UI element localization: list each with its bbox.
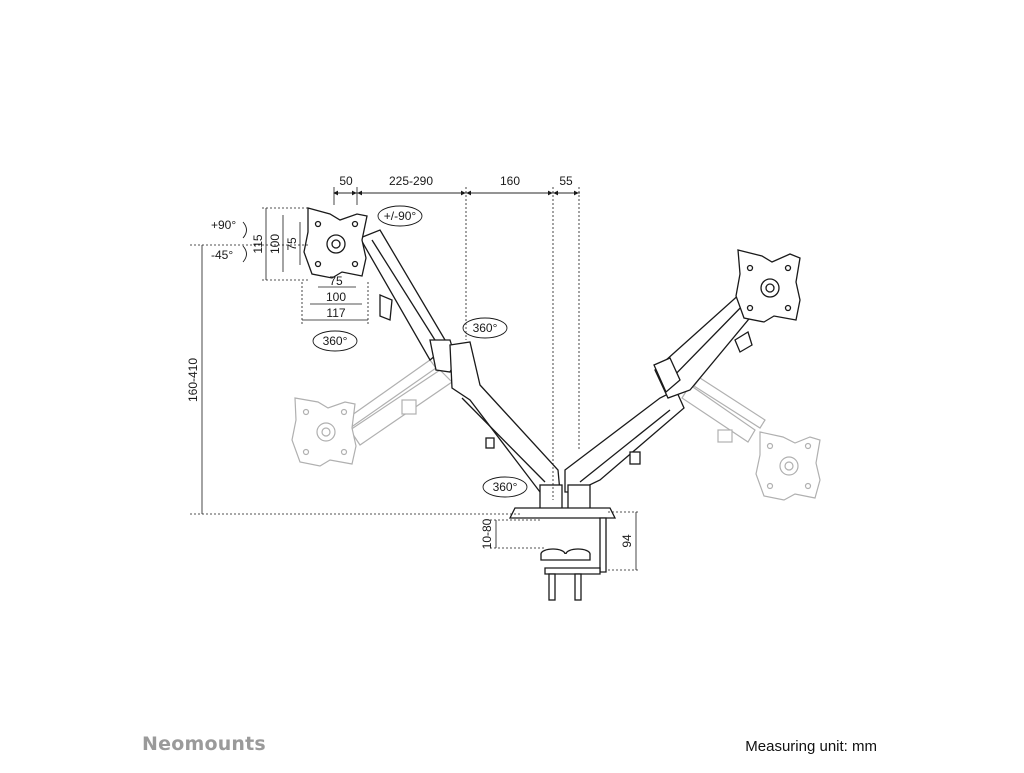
vesa-v-100: 100 <box>268 234 282 254</box>
dim-top-160: 160 <box>500 174 520 188</box>
height-range-label: 160-410 <box>186 358 200 402</box>
ghost-right-arm <box>681 377 766 443</box>
ghost-right-vesa-plate <box>755 431 821 501</box>
right-lower-arm <box>564 389 685 493</box>
rotation-symbols <box>242 205 528 498</box>
tilt-down-label: -45° <box>211 248 233 262</box>
rotation-label: +/-90° <box>384 209 417 223</box>
ghost-left-arm <box>344 359 453 446</box>
desk-thickness-label: 10-80 <box>480 518 494 549</box>
ghost-left-vesa-plate <box>291 397 357 467</box>
vesa-h-117: 117 <box>326 306 345 320</box>
right-upper-arm <box>653 291 759 399</box>
left-upper-arm <box>359 229 457 373</box>
dimension-labels: 50 225-290 160 55 +90° -45° 115 100 75 7… <box>186 174 634 549</box>
swivel-label-3: 360° <box>493 480 518 494</box>
vesa-v-75: 75 <box>285 237 299 251</box>
vesa-h-75: 75 <box>329 274 343 288</box>
clamp-height-label: 94 <box>620 534 634 548</box>
right-vesa-plate <box>735 249 801 323</box>
measuring-unit-note: Measuring unit: mm <box>745 738 877 755</box>
dim-top-55: 55 <box>559 174 573 188</box>
center-pole <box>508 484 617 519</box>
brand-logo: Neomounts <box>142 733 266 755</box>
desk-clamp <box>540 517 607 601</box>
tilt-up-label: +90° <box>211 218 236 232</box>
swivel-label-2: 360° <box>323 334 348 348</box>
dim-top-225-290: 225-290 <box>389 174 433 188</box>
vesa-h-100: 100 <box>326 290 346 304</box>
dimension-lines <box>190 187 640 571</box>
left-vesa-plate <box>303 207 368 279</box>
swivel-label-1: 360° <box>473 321 498 335</box>
dim-top-50: 50 <box>339 174 353 188</box>
left-lower-arm <box>449 341 561 493</box>
vesa-v-115: 115 <box>251 234 265 253</box>
